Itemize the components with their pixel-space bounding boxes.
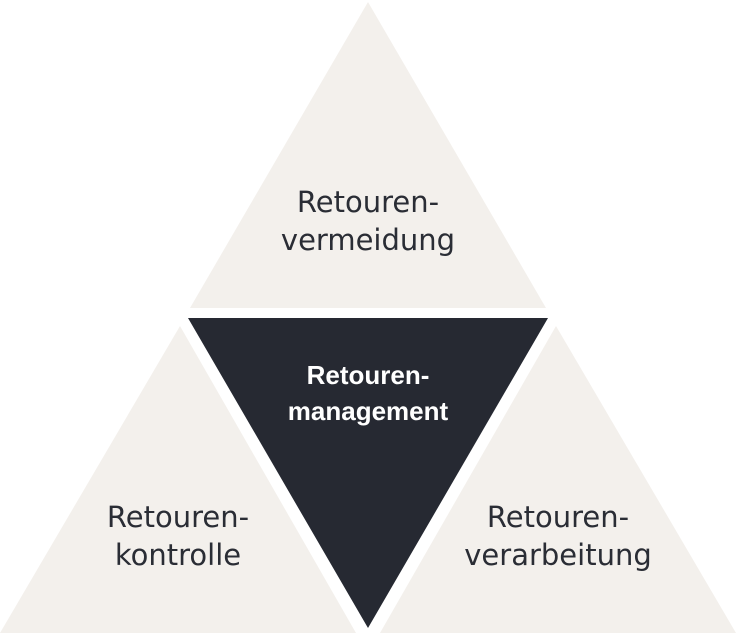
center-label-line2: management xyxy=(287,396,449,426)
right-triangle xyxy=(380,326,736,633)
left-triangle xyxy=(0,326,356,633)
left-label-line1: Retouren- xyxy=(106,500,250,534)
top-triangle-label: Retouren- vermeidung xyxy=(240,183,496,259)
top-label-line2: vermeidung xyxy=(280,223,456,257)
left-triangle-label: Retouren- kontrolle xyxy=(50,498,306,574)
center-label-line1: Retouren- xyxy=(306,360,430,390)
center-triangle-label: Retouren- management xyxy=(240,357,496,429)
right-triangle-label: Retouren- verarbeitung xyxy=(430,498,686,574)
right-label-line1: Retouren- xyxy=(486,500,630,534)
left-label-line2: kontrolle xyxy=(114,538,242,572)
center-triangle xyxy=(188,318,548,628)
top-triangle xyxy=(190,2,546,308)
right-label-line2: verarbeitung xyxy=(464,538,652,572)
top-label-line1: Retouren- xyxy=(296,185,440,219)
